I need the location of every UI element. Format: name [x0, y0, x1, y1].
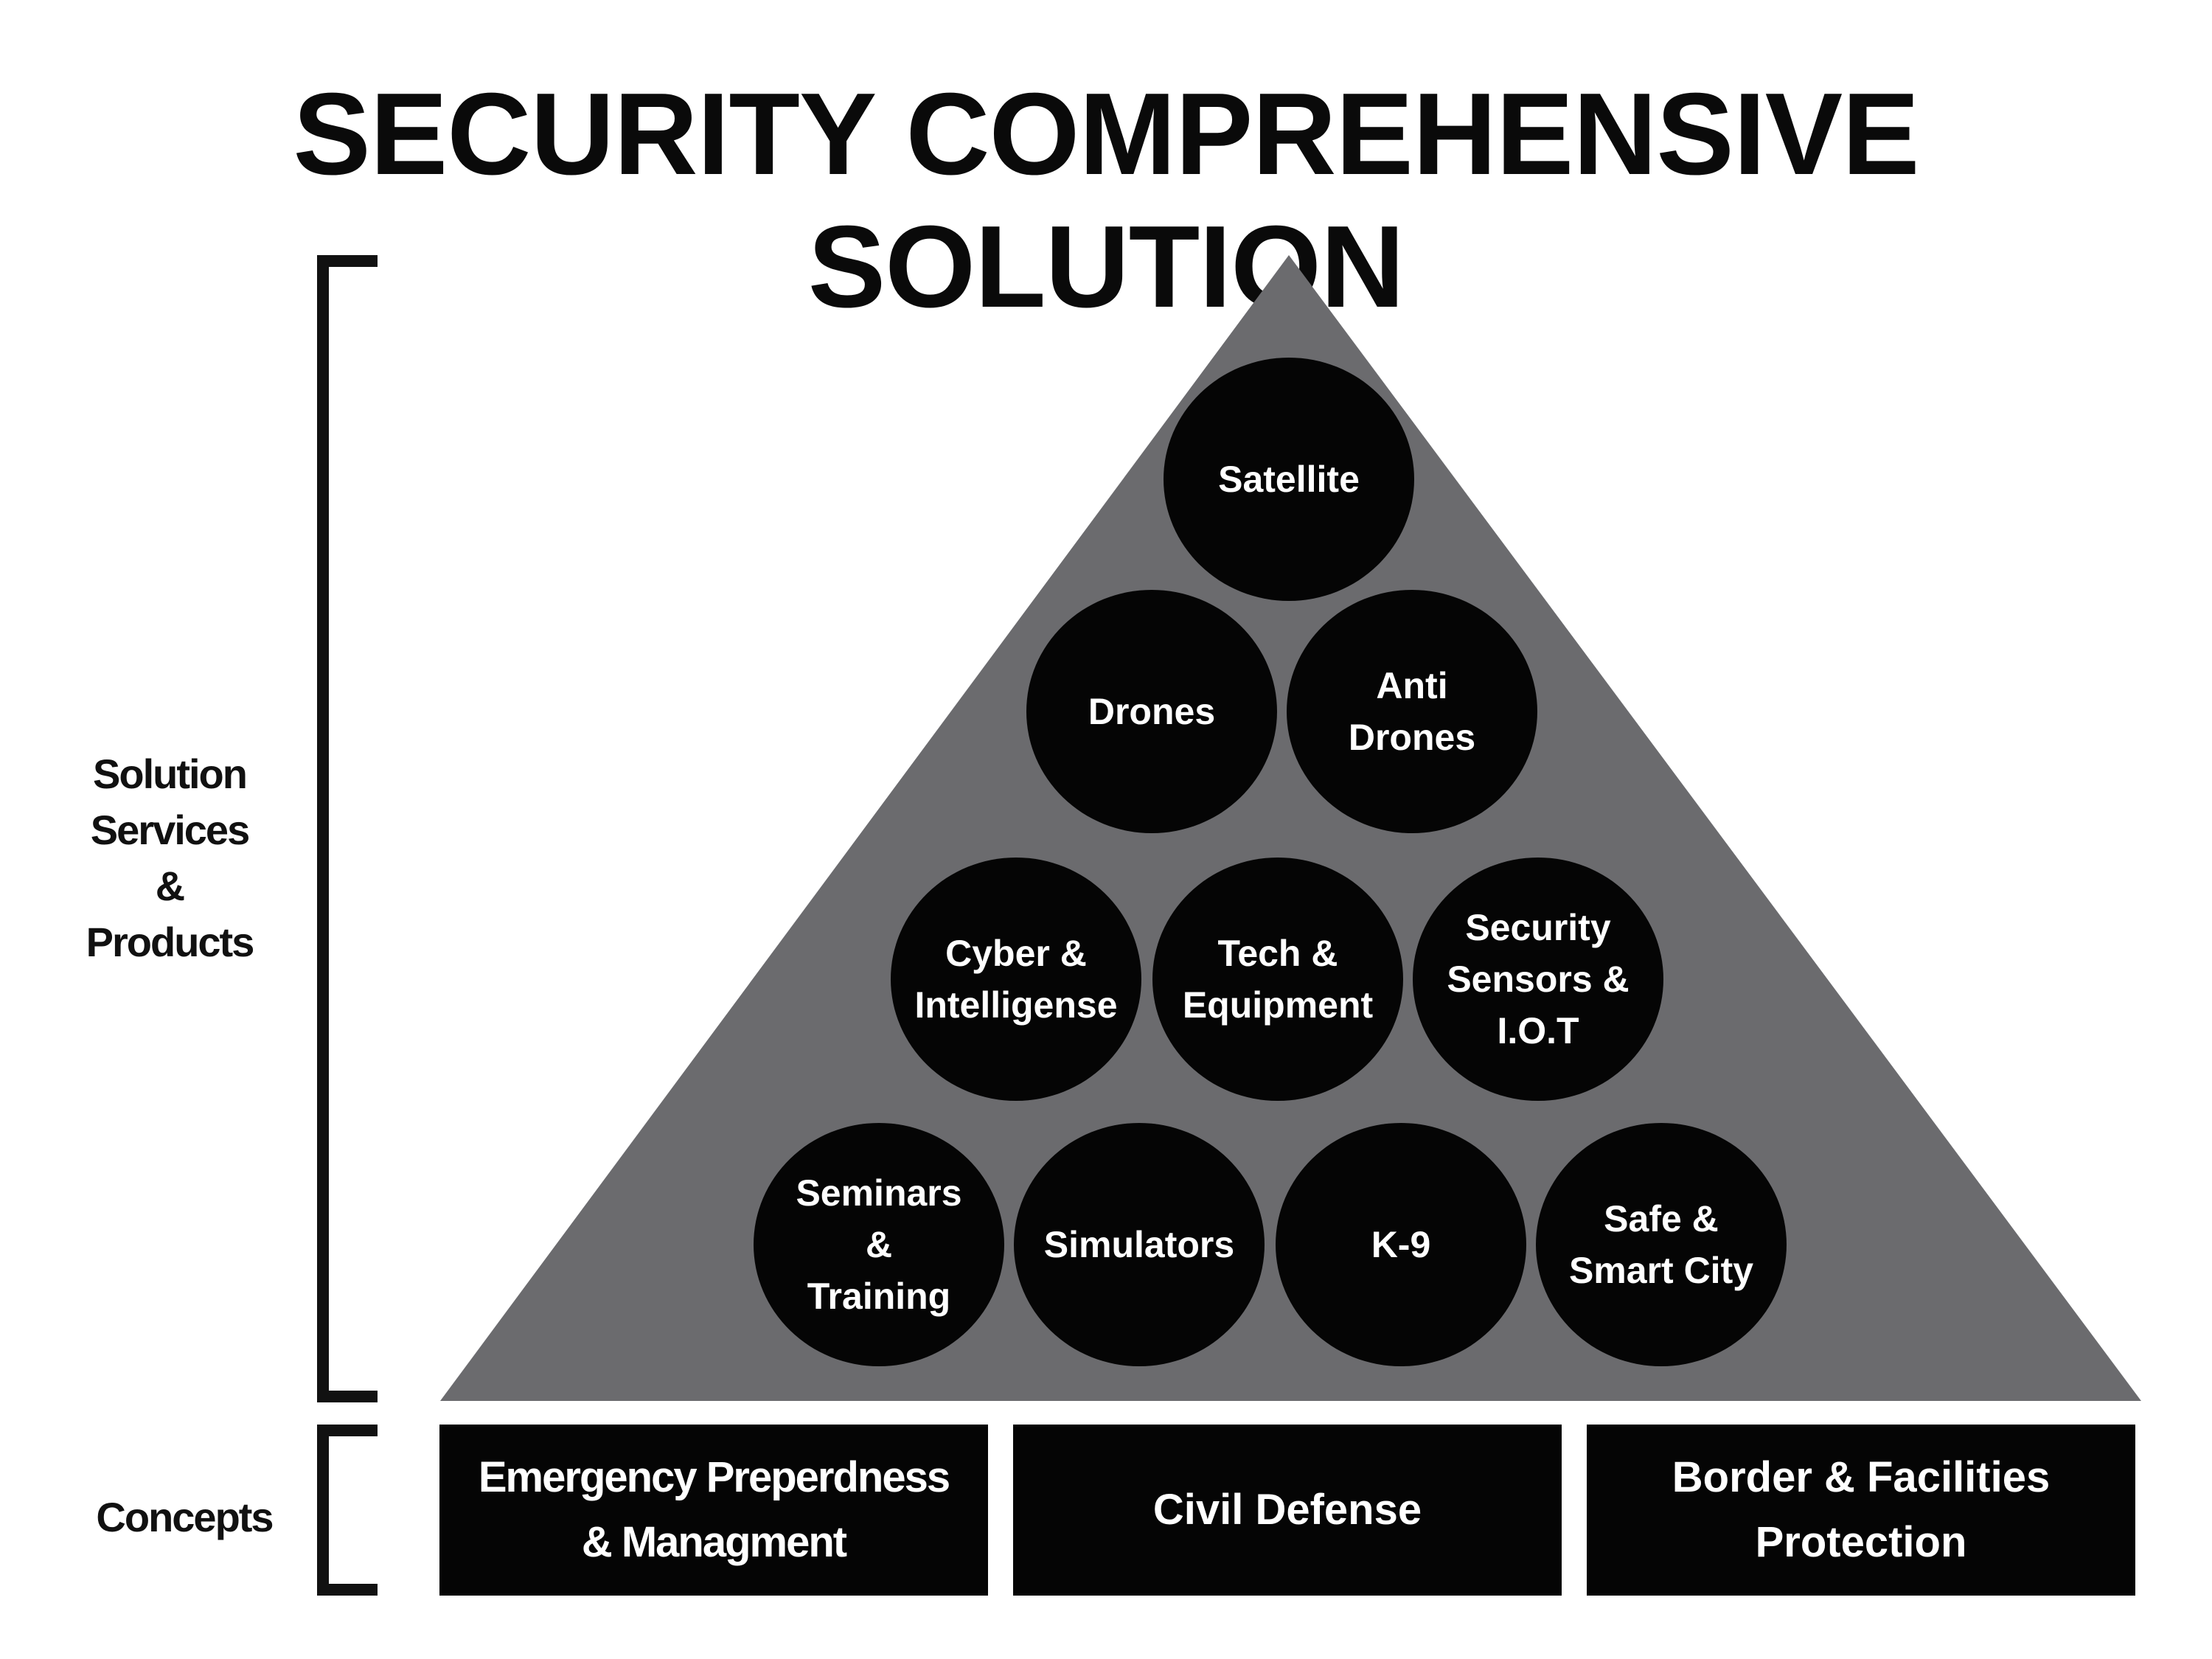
circle-satellite: Satellite [1164, 358, 1414, 601]
solutions-label: Solution Services & Products [52, 746, 288, 970]
concept-emergency-preparedness: Emergency Preperdness & Managment [439, 1425, 988, 1596]
solutions-bracket [317, 255, 378, 1402]
solutions-label-line: Services [90, 807, 250, 853]
circle-simulators: Simulators [1014, 1123, 1265, 1366]
page-title: SECURITY COMPREHENSIVE SOLUTION [293, 69, 1919, 332]
concepts-label: Concepts [96, 1494, 274, 1540]
concepts-bracket [317, 1425, 378, 1596]
circle-cyber-intelligense: Cyber & Intelligense [891, 858, 1141, 1101]
circle-k9: K-9 [1276, 1123, 1526, 1366]
solutions-label-line: & [155, 863, 185, 909]
concept-civil-defense: Civil Defense [1013, 1425, 1562, 1596]
solutions-label-line: Products [86, 919, 255, 965]
circle-security-sensors-iot: Security Sensors & I.O.T [1413, 858, 1663, 1101]
pyramid-shape [440, 255, 2141, 1401]
circle-tech-equipment: Tech & Equipment [1152, 858, 1403, 1101]
circle-anti-drones: Anti Drones [1287, 590, 1537, 833]
circle-drones: Drones [1026, 590, 1277, 833]
solutions-label-line: Solution [93, 751, 248, 797]
concept-border-facilities-protection: Border & Facilities Protection [1587, 1425, 2135, 1596]
circle-safe-smart-city: Safe & Smart City [1536, 1123, 1787, 1366]
circle-seminars-training: Seminars & Training [754, 1123, 1004, 1366]
